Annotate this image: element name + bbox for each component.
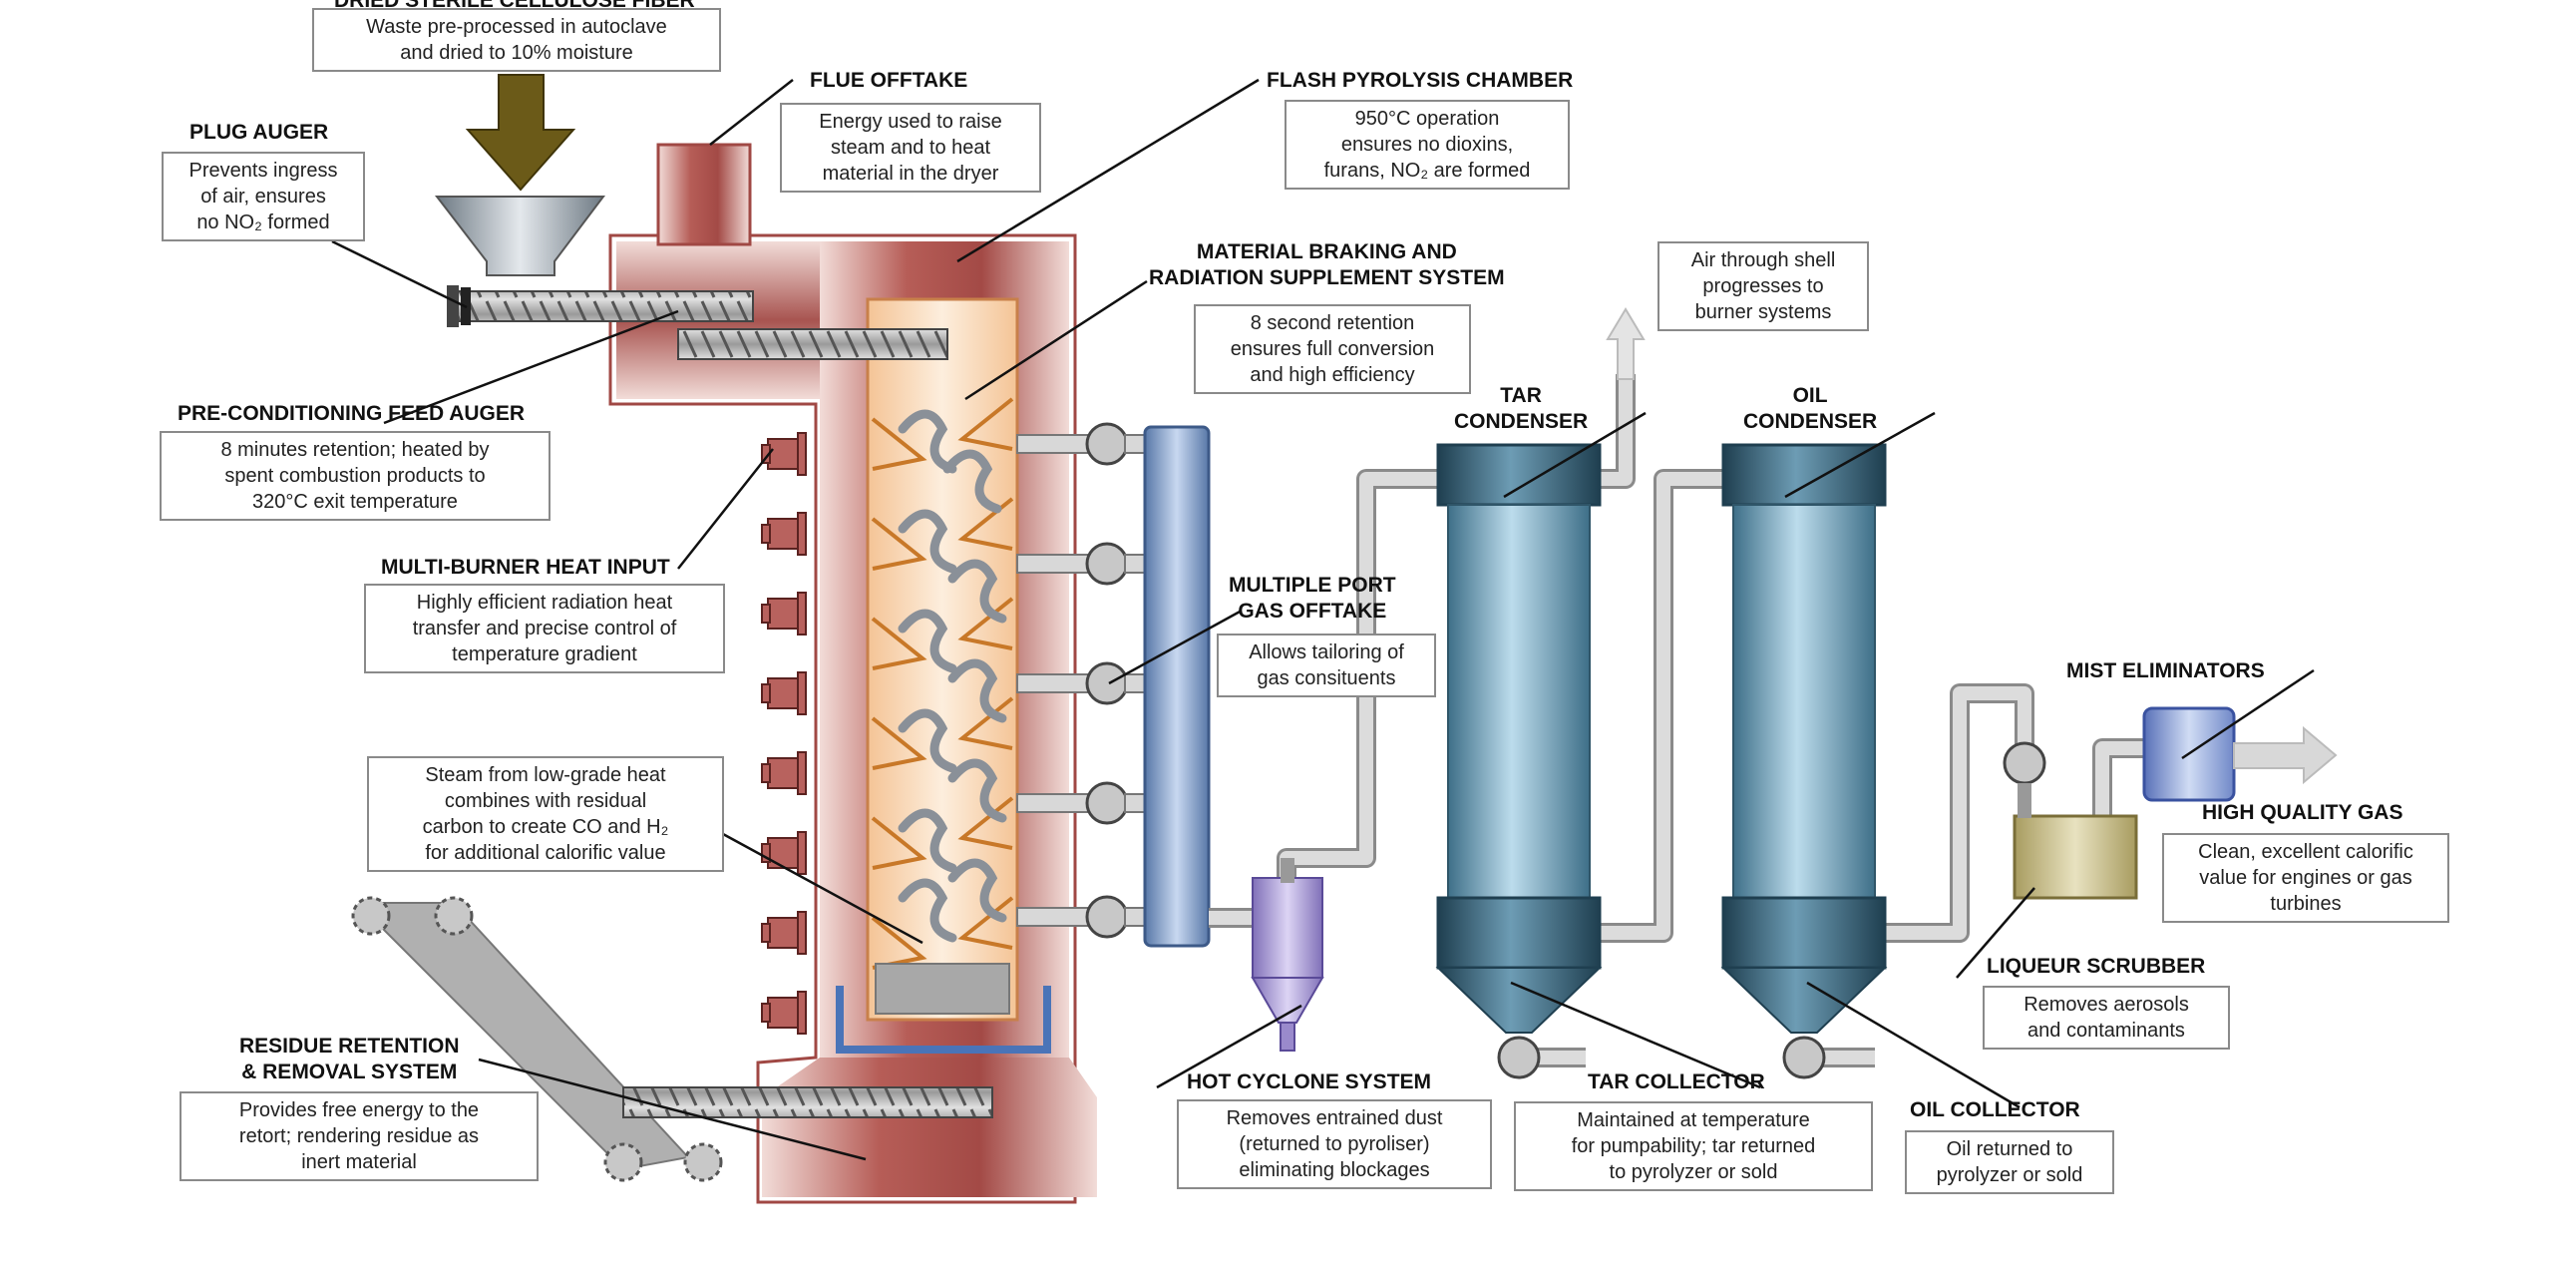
multi-burner-desc: Highly efficient radiation heat transfer…	[364, 584, 725, 673]
oil-condenser-column	[1720, 443, 1888, 1079]
liqueur-scrubber-desc: Removes aerosols and contaminants	[1983, 986, 2230, 1050]
leader-lines	[331, 78, 2315, 1161]
oil-collector-title: OIL COLLECTOR	[1910, 1098, 2080, 1121]
hq-gas-title: HIGH QUALITY GAS	[2202, 801, 2403, 824]
multi-burner-title: MULTI-BURNER HEAT INPUT	[381, 556, 670, 579]
air-shell-desc: Air through shell progresses to burner s…	[1657, 241, 1869, 331]
tar-condenser-column	[1435, 443, 1603, 1079]
liqueur-scrubber-title: LIQUEUR SCRUBBER	[1987, 955, 2206, 978]
flue-offtake-desc: Energy used to raise steam and to heat m…	[780, 103, 1041, 193]
pyrolysis-chamber	[836, 297, 1051, 1054]
feed-auger-title: PRE-CONDITIONING FEED AUGER	[178, 402, 526, 425]
tar-collector-desc: Maintained at temperature for pumpabilit…	[1514, 1101, 1873, 1191]
hot-cyclone	[1251, 858, 1324, 1052]
burner-array	[761, 432, 807, 1035]
mist-eliminators-title: MIST ELIMINATORS	[2066, 659, 2265, 682]
oil-condenser-title: OIL CONDENSER	[1743, 384, 1878, 433]
air-up-arrow	[1606, 307, 1646, 380]
flue-offtake-title: FLUE OFFTAKE	[810, 69, 968, 92]
braking-title: MATERIAL BRAKING AND RADIATION SUPPLEMEN…	[1149, 240, 1505, 289]
mist-eliminator	[2142, 706, 2338, 802]
plug-auger-desc: Prevents ingress of air, ensures no NO₂ …	[162, 152, 365, 241]
flash-chamber-title: FLASH PYROLYSIS CHAMBER	[1267, 69, 1574, 92]
residue-desc: Provides free energy to the retort; rend…	[180, 1091, 539, 1181]
flash-chamber-desc: 950°C operation ensures no dioxins, fura…	[1285, 100, 1570, 190]
tar-collector-title: TAR COLLECTOR	[1588, 1070, 1765, 1093]
multi-port-title: MULTIPLE PORT GAS OFFTAKE	[1229, 574, 1396, 623]
feed-augers	[447, 285, 948, 360]
hot-cyclone-title: HOT CYCLONE SYSTEM	[1187, 1070, 1432, 1093]
residue-conveyor	[351, 896, 993, 1182]
residue-title: RESIDUE RETENTION & REMOVAL SYSTEM	[239, 1035, 460, 1083]
braking-desc: 8 second retention ensures full conversi…	[1194, 304, 1471, 394]
gas-offtake-ports	[1016, 422, 1211, 948]
liqueur-scrubber	[2003, 741, 2138, 900]
steam-desc: Steam from low-grade heat combines with …	[367, 756, 724, 872]
feed-auger-desc: 8 minutes retention; heated by spent com…	[160, 431, 551, 521]
hq-gas-desc: Clean, excellent calorific value for eng…	[2162, 833, 2449, 923]
dried-fiber-desc: Waste pre-processed in autoclave and dri…	[312, 8, 721, 72]
hot-cyclone-desc: Removes entrained dust (returned to pyro…	[1177, 1099, 1492, 1189]
plug-auger-title: PLUG AUGER	[189, 121, 329, 144]
feed-hopper	[434, 74, 606, 276]
multi-port-desc: Allows tailoring of gas consituents	[1217, 634, 1436, 697]
tar-condenser-title: TAR CONDENSER	[1454, 384, 1589, 433]
oil-collector-desc: Oil returned to pyrolyzer or sold	[1905, 1130, 2114, 1194]
